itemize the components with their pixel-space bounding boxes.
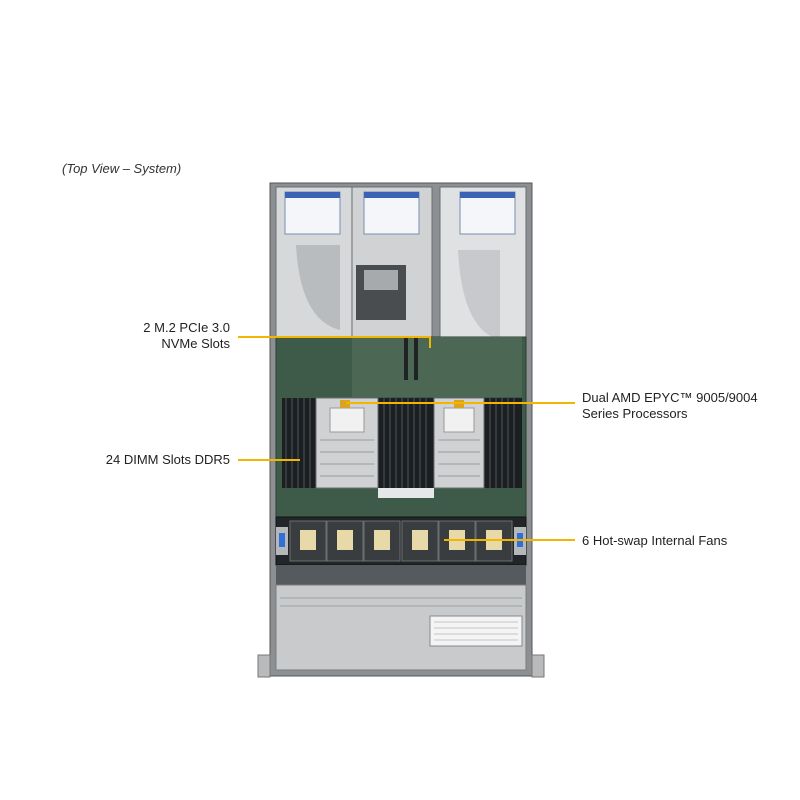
cpu-heatsinks <box>315 397 485 489</box>
callout-label-cpu: Dual AMD EPYC™ 9005/9004 Series Processo… <box>582 390 758 422</box>
view-caption: (Top View – System) <box>62 161 182 176</box>
handle-right <box>531 654 545 678</box>
callout-dimm-line1: 24 DIMM Slots DDR5 <box>105 452 230 467</box>
dimm-slots <box>282 398 522 488</box>
callout-m2-line2: NVMe Slots <box>161 336 230 351</box>
callout-label-fans: 6 Hot-swap Internal Fans <box>582 533 727 549</box>
service-label <box>429 615 523 647</box>
m2-slots <box>404 336 418 380</box>
riser-label-right <box>459 191 516 235</box>
callout-label-dimm: 24 DIMM Slots DDR5 <box>90 452 230 468</box>
callout-lines <box>238 336 575 541</box>
callout-m2-line1: 2 M.2 PCIe 3.0 <box>143 320 230 335</box>
callout-fans-line1: 6 Hot-swap Internal Fans <box>582 533 728 548</box>
riser-label-left <box>284 191 341 235</box>
fan-bank <box>275 516 527 566</box>
callout-label-m2: 2 M.2 PCIe 3.0 NVMe Slots <box>110 320 230 352</box>
front-bay-divider <box>276 565 526 585</box>
riser-label-middle <box>363 191 420 235</box>
callout-cpu-line2: Series Processors <box>582 406 688 421</box>
handle-left <box>257 654 271 678</box>
callout-line-m2 <box>238 336 431 348</box>
callout-cpu-line1: Dual AMD EPYC™ 9005/9004 <box>582 390 758 405</box>
